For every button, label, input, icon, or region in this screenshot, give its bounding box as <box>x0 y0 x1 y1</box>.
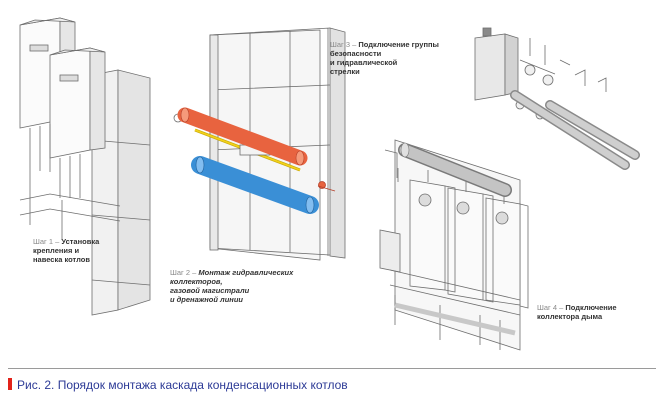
step-3-pipes <box>510 90 640 170</box>
red-collector <box>177 107 308 166</box>
step-3-label: Шаг 3 – Подключение группы безопасности … <box>330 40 439 76</box>
step-4-label: Шаг 4 – Подключение коллектора дыма <box>537 303 617 321</box>
caption-text: Рис. 2. Порядок монтажа каскада конденса… <box>17 378 348 392</box>
caption-marker <box>8 378 12 390</box>
step-3-text: Подключение группы безопасности и гидрав… <box>330 40 439 76</box>
step-4-text: Подключение коллектора дыма <box>537 303 617 321</box>
step-4-prefix: Шаг 4 – <box>537 303 564 312</box>
step-2-text: Монтаж гидравлических коллекторов, газов… <box>170 268 294 304</box>
installation-diagram <box>19 17 640 351</box>
step-1-illustration <box>19 17 151 316</box>
blue-collector <box>191 156 319 214</box>
step-1-label: Шаг 1 – Установка крепления и навеска ко… <box>33 237 99 264</box>
step-1-prefix: Шаг 1 – <box>33 237 60 246</box>
caption-divider <box>8 368 656 369</box>
step-2-label: Шаг 2 – Монтаж гидравлических коллекторо… <box>170 268 293 304</box>
step-1-text: Установка крепления и навеска котлов <box>33 237 100 264</box>
flue-collector <box>398 142 512 197</box>
step-3-prefix: Шаг 3 – <box>330 40 357 49</box>
step-2-prefix: Шаг 2 – <box>170 268 197 277</box>
step-4-illustration <box>379 139 529 351</box>
figure-caption: Рис. 2. Порядок монтажа каскада конденса… <box>8 377 348 393</box>
